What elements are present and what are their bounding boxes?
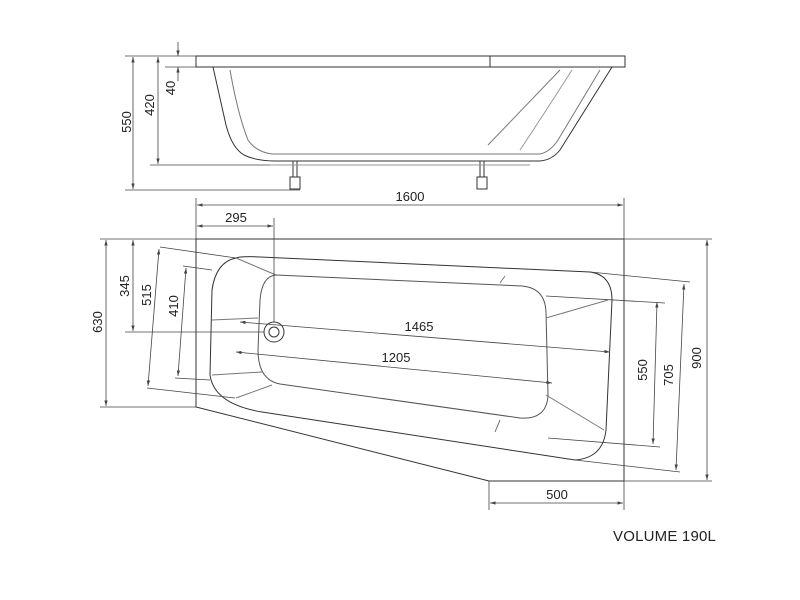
side-view-body: [212, 66, 613, 162]
dim-total-height: 550: [119, 111, 134, 133]
dim-end-inner: 550: [635, 359, 650, 381]
dim-end-total: 900: [689, 347, 704, 369]
dim-rim: 40: [163, 81, 178, 95]
dim-length: 1600: [396, 189, 425, 204]
side-view-dimension-lines: [125, 42, 300, 191]
dim-drain-offset: 295: [225, 210, 247, 225]
side-view-rim: [195, 55, 626, 68]
dim-inner-width-inner: 410: [166, 295, 181, 317]
dim-inner-width-outer: 515: [139, 284, 154, 306]
dim-width-drain: 345: [117, 275, 132, 297]
dim-width-right: 630: [90, 311, 105, 333]
volume-label: VOLUME 190L: [613, 528, 717, 545]
dim-tub-height: 420: [142, 94, 157, 116]
side-view-foot-right: [476, 161, 488, 190]
dim-inner-length: 1205: [382, 350, 411, 365]
dim-bottom-edge: 500: [546, 487, 568, 502]
side-view: [195, 55, 626, 190]
top-view-basin: [209, 256, 613, 461]
dim-end-outer: 705: [661, 364, 676, 386]
top-view-dimension-lines: [100, 198, 712, 510]
side-view-foot-left: [289, 161, 301, 190]
dim-length-diag: 1465: [405, 319, 434, 334]
top-view-floor: [257, 274, 549, 419]
